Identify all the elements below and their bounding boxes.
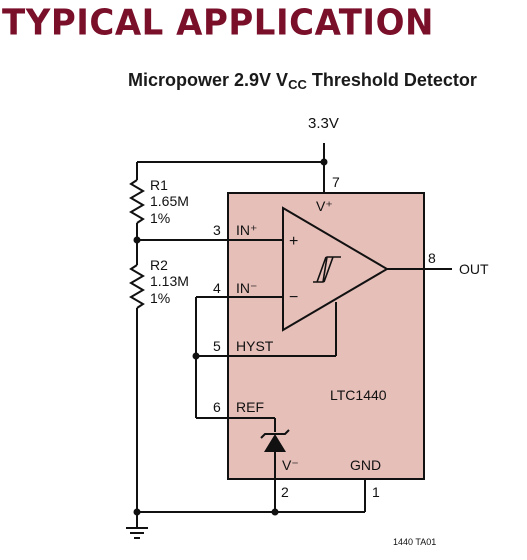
hyst-junction	[192, 352, 200, 360]
pin-vminus-label: V⁻	[282, 457, 299, 473]
ic-part-number: LTC1440	[330, 387, 387, 403]
r1-value: 1.65M	[150, 193, 189, 209]
section-banner: TYPICAL APPLICATION	[2, 2, 434, 44]
pin-6-number: 6	[213, 399, 221, 415]
pin-4-number: 4	[213, 280, 221, 296]
r2-tolerance: 1%	[150, 290, 170, 306]
ground-junction-mid	[271, 508, 279, 516]
r2-value: 1.13M	[150, 273, 189, 289]
pin-inminus-label: IN⁻	[236, 280, 257, 296]
opamp-minus-sign: −	[289, 289, 298, 306]
r1-resistor	[129, 179, 145, 224]
opamp-plus-sign: +	[289, 233, 298, 250]
pin-8-number: 8	[428, 250, 436, 266]
out-label: OUT	[459, 261, 489, 277]
pin-vplus-label: V⁺	[316, 198, 333, 214]
comparator-symbol	[282, 206, 389, 332]
figure-title-subscript: CC	[288, 77, 307, 92]
r2-resistor	[129, 264, 145, 309]
zener-diode-icon	[264, 434, 286, 452]
r1-tolerance: 1%	[150, 210, 170, 226]
pin-hyst-label: HYST	[236, 338, 274, 354]
pin-7-number: 7	[332, 174, 340, 190]
supply-label: 3.3V	[308, 115, 339, 132]
pin-inplus-label: IN⁺	[236, 222, 257, 238]
zener-cathode-bar	[260, 429, 290, 439]
figure-title-end: Threshold Detector	[306, 70, 477, 90]
r2-ref: R2	[150, 257, 168, 273]
pin-gnd-label: GND	[350, 457, 381, 473]
hysteresis-icon	[313, 256, 341, 283]
pin-1-number: 1	[372, 484, 380, 500]
pin-5-number: 5	[213, 338, 221, 354]
figure-title-main: Micropower 2.9V V	[128, 70, 289, 90]
pin-3-number: 3	[213, 222, 221, 238]
r1-ref: R1	[150, 177, 168, 193]
figure-title: Micropower 2.9V VCC Threshold Detector	[128, 70, 477, 92]
pin-ref-label: REF	[236, 399, 264, 415]
pin-2-number: 2	[281, 484, 289, 500]
figure-id: 1440 TA01	[393, 537, 436, 547]
